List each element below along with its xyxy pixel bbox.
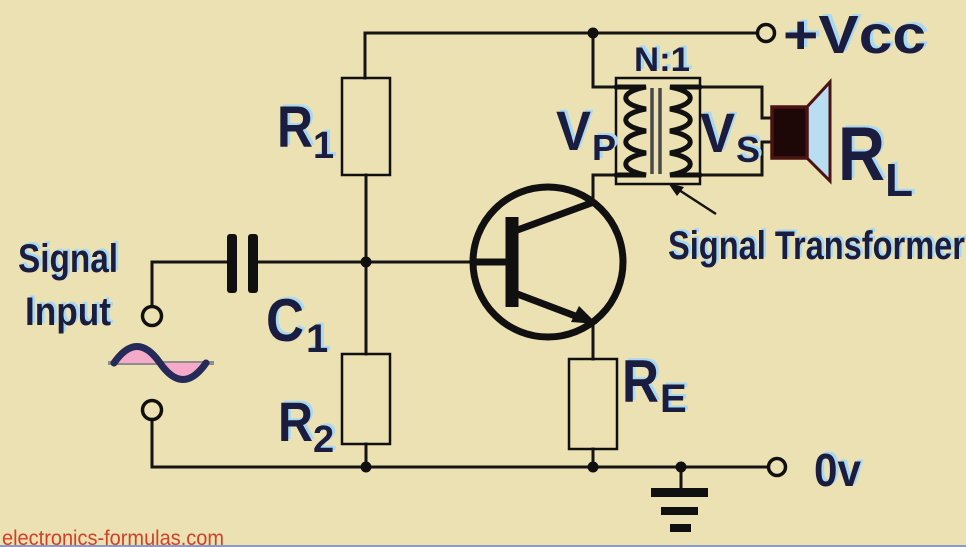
transformer-primary-coil: [613, 84, 647, 178]
zero-volt-terminal: [766, 456, 788, 478]
ground-bar-1: [651, 488, 708, 497]
capacitor-plate-left: [227, 234, 237, 293]
terminals: [140, 22, 788, 478]
transistor-collector-lead: [510, 198, 596, 236]
speaker-body: [770, 105, 809, 160]
ground-symbol: [651, 488, 708, 532]
input-terminal-top: [140, 304, 164, 328]
c1-label: C 1: [266, 287, 328, 361]
resistor-re: [567, 357, 619, 451]
re-label: R E: [622, 348, 687, 421]
ground-bar-2: [661, 507, 698, 515]
resistor-r2: [340, 352, 392, 446]
transistor: [469, 183, 627, 341]
junction-dot: [675, 461, 687, 473]
capacitor-plate-right: [248, 234, 258, 293]
vp-label: V P: [556, 99, 616, 168]
junction-dot: [360, 461, 372, 473]
vcc-terminal: [755, 22, 777, 44]
transformer-caption: Signal Transformer: [668, 224, 965, 268]
arrow-head: [668, 183, 684, 196]
junction-dot: [360, 256, 372, 268]
wire-secondary-top: [698, 85, 774, 120]
junction-dot: [587, 27, 599, 39]
capacitor-c1: [227, 234, 258, 293]
turns-ratio-label: N:1: [634, 41, 690, 79]
wire-input-top: [150, 260, 230, 309]
wire-vcc-to-primary: [591, 31, 618, 89]
rl-label: R L: [838, 112, 913, 206]
resistor-r1: [340, 76, 392, 177]
input-terminal-bottom: [140, 398, 164, 422]
transistor-emitter-arrow: [571, 306, 597, 324]
transformer-box: [614, 76, 702, 186]
arrow-shaft: [678, 188, 717, 216]
signal-input-label-line1: Signal: [18, 237, 118, 281]
r1-label: R 1: [277, 95, 334, 167]
junction-dot: [587, 461, 599, 473]
bottom-edge-strip: [0, 545, 966, 547]
wire-secondary-bottom: [698, 140, 774, 177]
ground-bar-3: [670, 524, 691, 532]
signal-input-label-line2: Input: [25, 290, 111, 334]
speaker-rl: [770, 78, 832, 185]
transformer-secondary-coil: [669, 84, 703, 178]
transistor-emitter-lead: [510, 288, 580, 321]
sine-wave-icon: [108, 343, 214, 383]
vs-label: V S: [700, 101, 760, 170]
sine-curve: [110, 343, 210, 383]
wires: [150, 31, 774, 491]
signal-transformer: [613, 76, 703, 186]
wire-primary-to-collector: [591, 173, 618, 205]
vcc-label: +Vcc: [783, 5, 926, 65]
transformer-pointer-arrow: [668, 183, 717, 216]
r2-label: R 2: [278, 390, 334, 461]
watermark-text: electronics-formulas.com: [2, 527, 224, 547]
zero-volt-label: 0v: [814, 444, 861, 496]
junction-dots: [360, 27, 687, 473]
